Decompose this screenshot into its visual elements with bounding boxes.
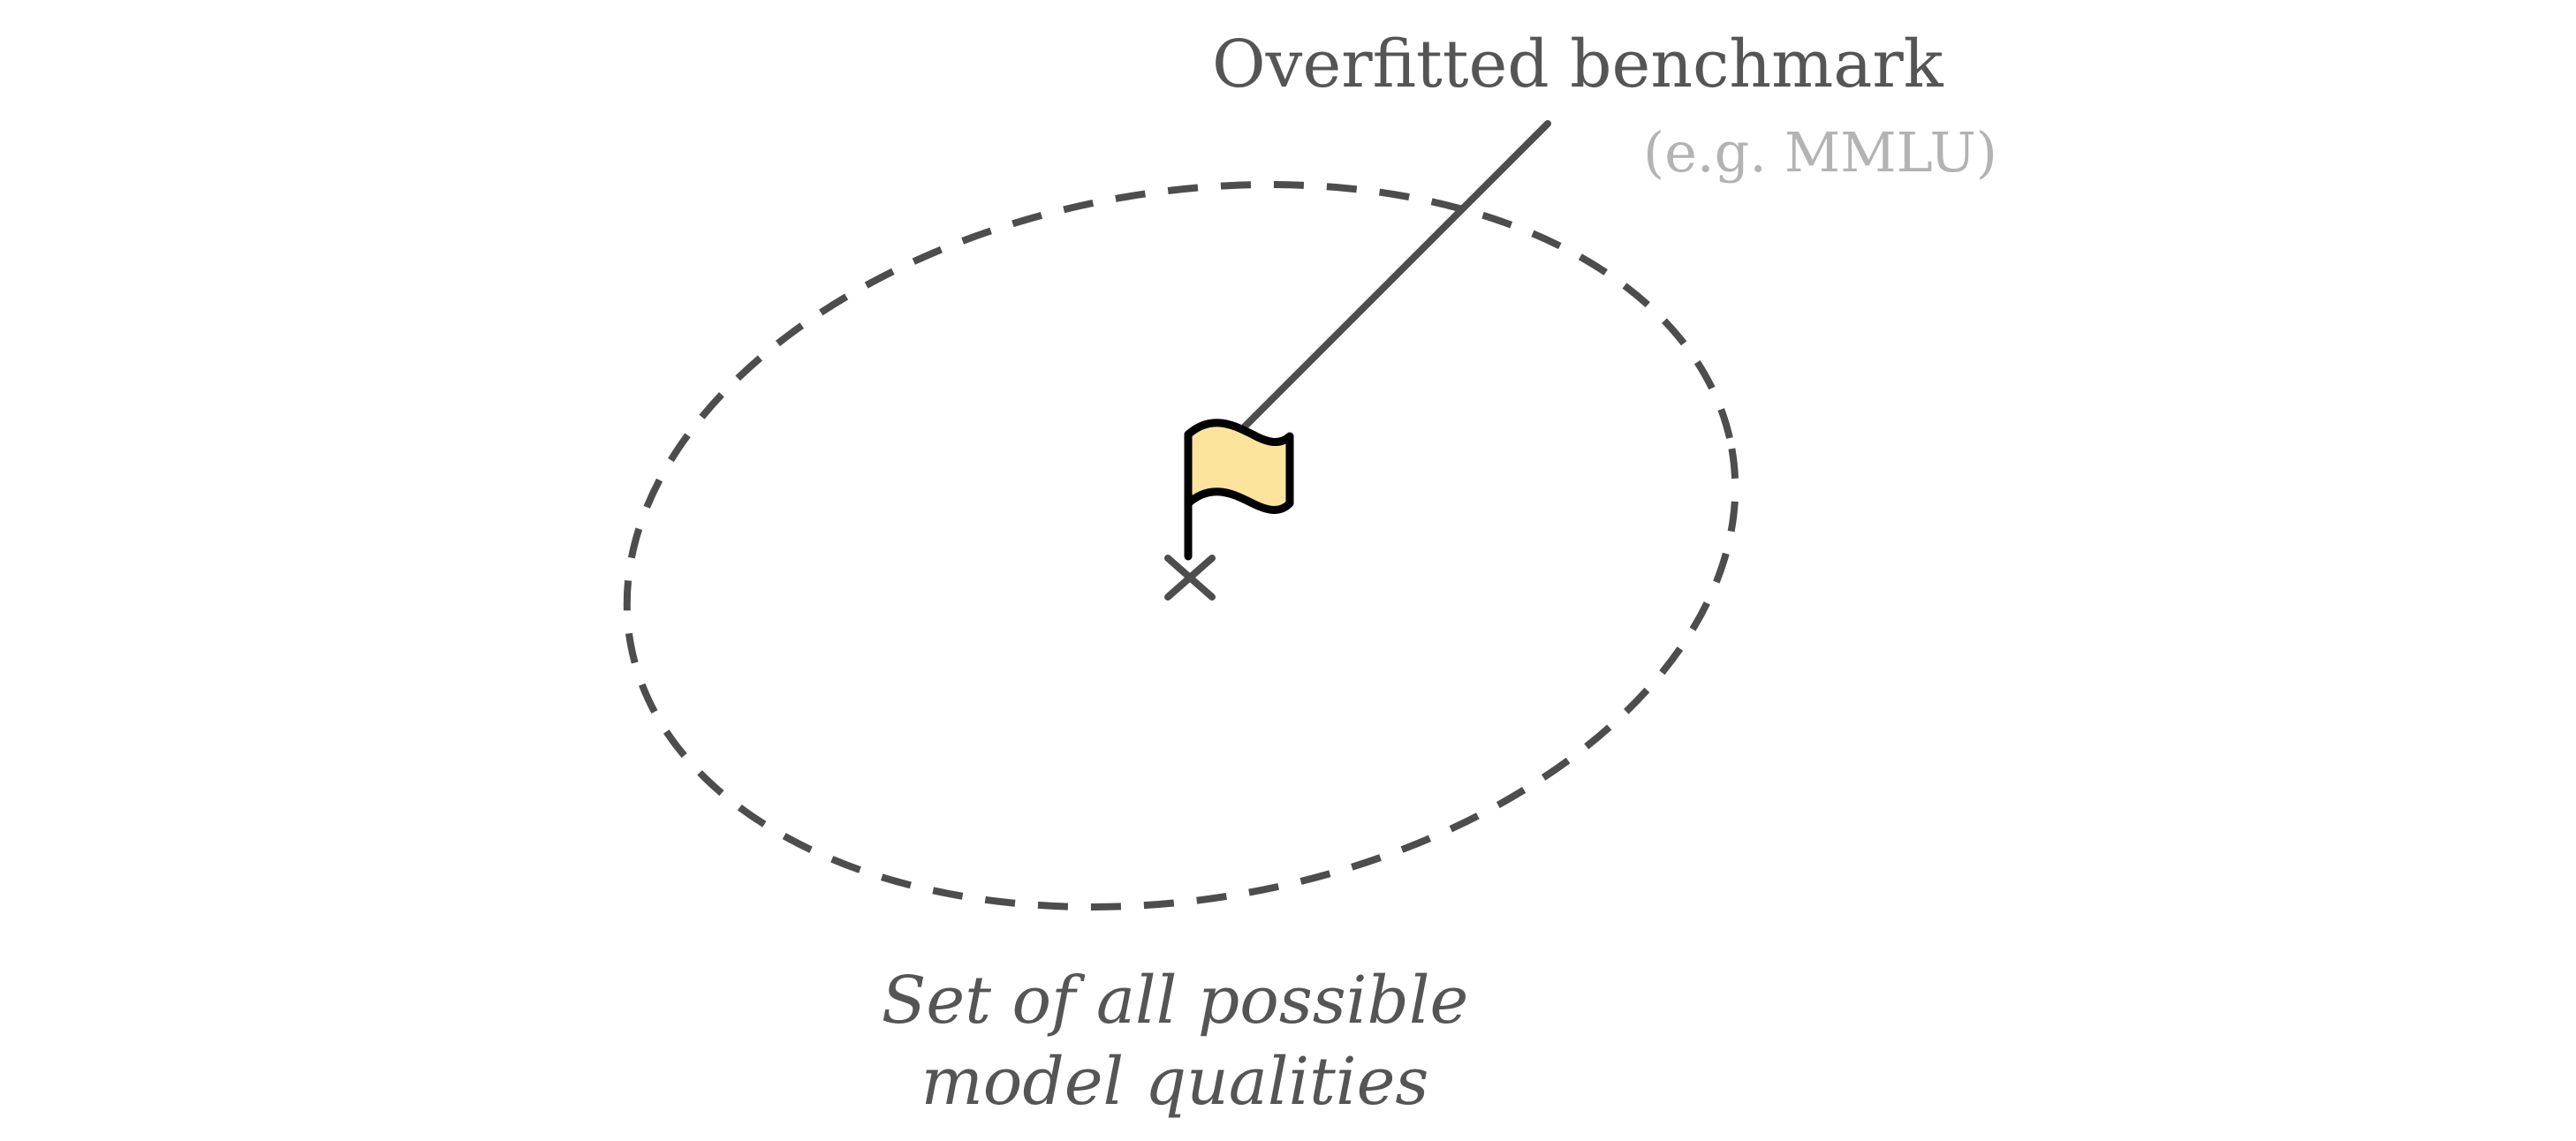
benchmark-example: (e.g. MMLU) — [1643, 120, 1997, 185]
flag-icon — [1184, 419, 1294, 561]
flag-cloth — [1184, 419, 1294, 514]
x-mark-icon — [1164, 555, 1216, 601]
benchmark-title: Overfitted benchmark — [1212, 26, 1944, 102]
leader-line — [1235, 120, 1551, 436]
region-caption-line-1: Set of all possible — [882, 963, 1469, 1039]
qualities-region — [623, 181, 1739, 911]
region-caption-line-2: model qualities — [921, 1044, 1429, 1120]
